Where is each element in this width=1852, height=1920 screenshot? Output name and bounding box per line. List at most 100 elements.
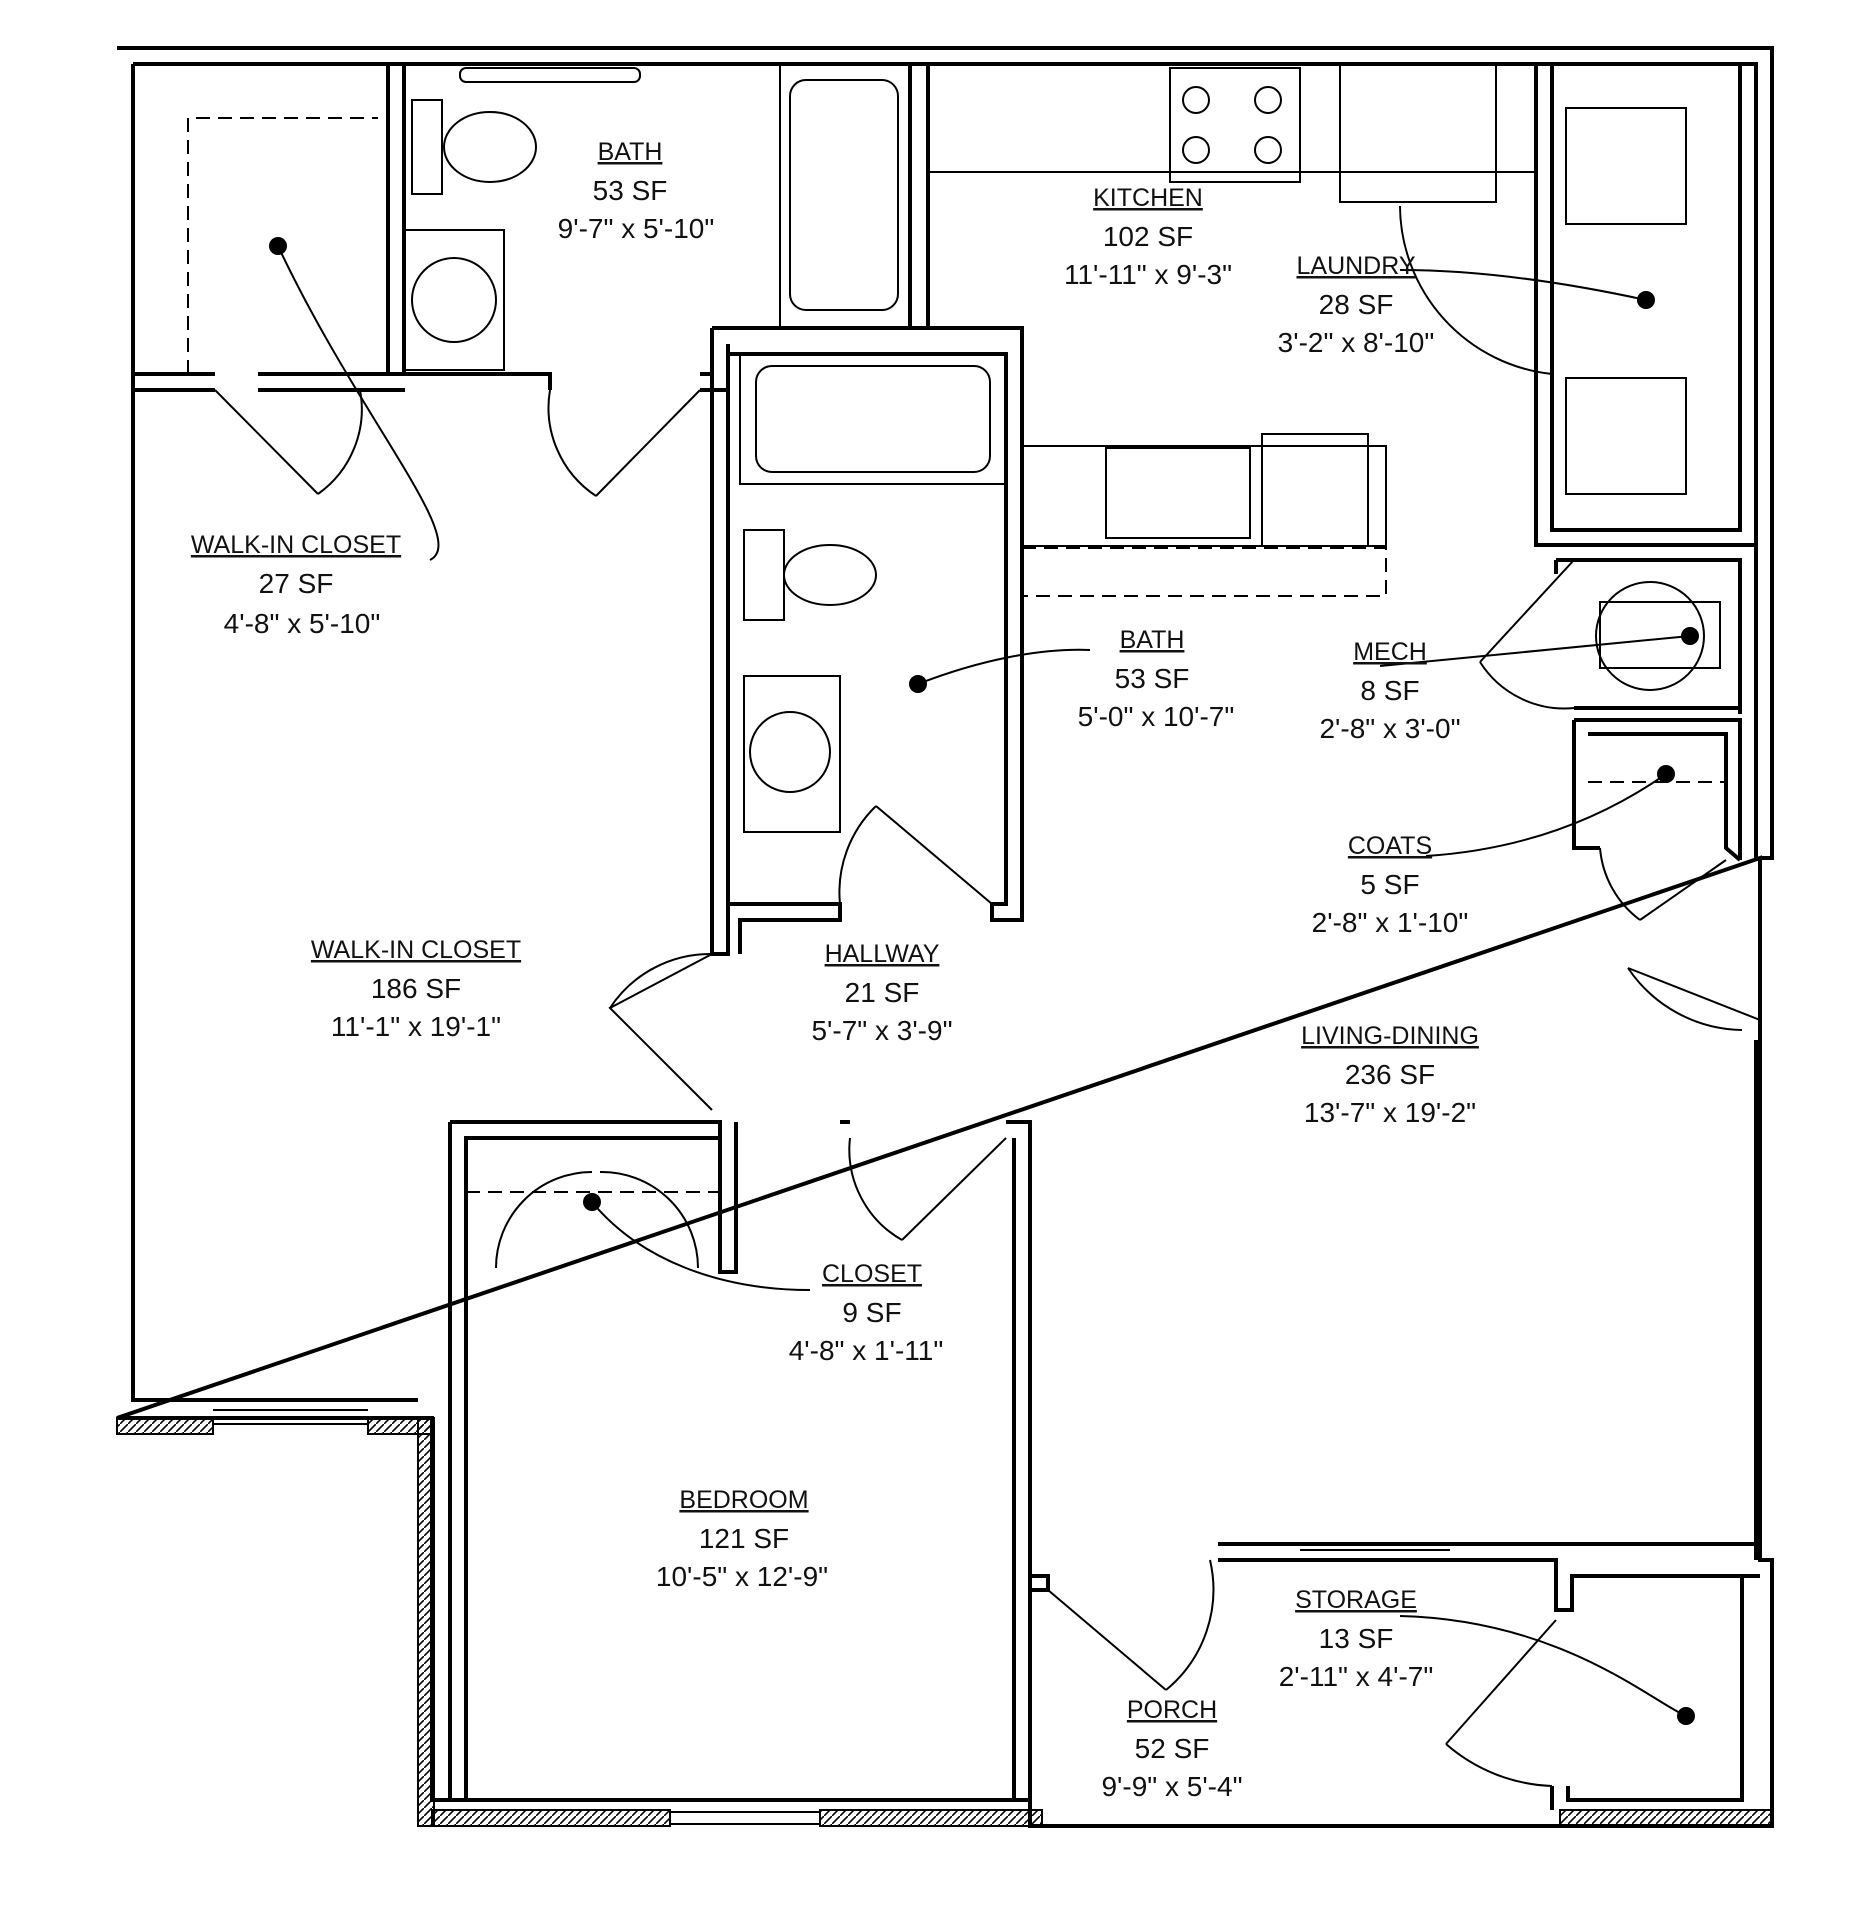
room-label-closet: CLOSET 9 SF 4'-8" x 1'-11": [789, 1260, 944, 1366]
room-area: 9 SF: [842, 1297, 901, 1328]
room-label-walkin-closet-small: WALK-IN CLOSET 27 SF 4'-8" x 5'-10": [191, 531, 401, 639]
leader-mech: [1379, 635, 1691, 667]
door-hallway: [608, 953, 713, 1111]
room-area: 102 SF: [1103, 221, 1193, 252]
room-area: 21 SF: [845, 977, 920, 1008]
closet-shelf-small: [187, 117, 378, 374]
door-porch: [1047, 1559, 1215, 1691]
double-sink: [1105, 447, 1251, 539]
room-label-coats: COATS 5 SF 2'-8" x 1'-10": [1312, 832, 1469, 938]
leader-storage: [1399, 1615, 1687, 1717]
tub-top: [779, 63, 911, 329]
room-area: 52 SF: [1135, 1733, 1210, 1764]
exterior-wall-hatch-left: [116, 1417, 214, 1435]
dishwasher: [1261, 433, 1369, 547]
room-area: 27 SF: [259, 568, 334, 599]
door-mech: [1479, 559, 1575, 710]
door-walkin-small: [214, 389, 363, 495]
room-dims: 10'-5" x 12'-9": [656, 1561, 828, 1592]
room-label-bath-top: BATH 53 SF 9'-7" x 5'-10": [558, 138, 715, 244]
room-dims: 2'-11" x 4'-7": [1279, 1661, 1434, 1692]
room-name: KITCHEN: [1093, 184, 1203, 212]
exterior-wall-hatch-storage: [1559, 1809, 1773, 1827]
tub-top-inner: [789, 79, 899, 311]
exterior-wall-hatch-bottom-right: [819, 1809, 1043, 1827]
door-hallway-arc: [609, 952, 713, 1009]
burner-3: [1182, 136, 1210, 164]
room-dims: 5'-0" x 10'-7": [1078, 701, 1235, 732]
range: [1169, 67, 1301, 183]
room-area: 8 SF: [1360, 675, 1419, 706]
leader-dot-storage: [1677, 1707, 1695, 1725]
room-dims: 11'-1" x 19'-1": [331, 1011, 501, 1042]
tub-mid-inner: [755, 365, 991, 473]
exterior-walls: [116, 46, 1774, 1828]
exterior-wall-hatch-bottom-left: [431, 1809, 671, 1827]
fixtures: [187, 63, 1726, 1193]
room-area: 13 SF: [1319, 1623, 1394, 1654]
leader-laundry: [1399, 269, 1647, 301]
burner-1: [1182, 86, 1210, 114]
room-dims: 2'-8" x 3'-0": [1319, 713, 1460, 744]
dryer: [1565, 377, 1687, 495]
room-dims: 4'-8" x 1'-11": [789, 1335, 944, 1366]
room-dims: 9'-9" x 5'-4": [1101, 1771, 1242, 1802]
room-name: COATS: [1348, 832, 1432, 860]
room-area: 186 SF: [371, 973, 461, 1004]
island-overhang: [1021, 547, 1387, 597]
door-coats: [1599, 847, 1727, 921]
leader-closet: [591, 1201, 811, 1291]
toilet-bowl-top: [443, 111, 537, 183]
room-name: STORAGE: [1295, 1586, 1417, 1614]
room-dims: 4'-8" x 5'-10": [224, 608, 381, 639]
room-name: CLOSET: [822, 1260, 922, 1288]
furnace: [1599, 601, 1721, 669]
refrigerator: [1339, 63, 1497, 203]
leader-dot-laundry: [1637, 291, 1655, 309]
room-label-kitchen: KITCHEN 102 SF 11'-11" x 9'-3": [1064, 184, 1232, 290]
toilet-bowl-mid: [783, 544, 877, 606]
room-name: LAUNDRY: [1296, 252, 1415, 280]
leader-dot-closet: [583, 1193, 601, 1211]
room-dims: 9'-7" x 5'-10": [558, 213, 715, 244]
room-label-porch: PORCH 52 SF 9'-9" x 5'-4": [1101, 1696, 1242, 1802]
towel-bar: [459, 67, 641, 83]
room-label-bedroom: BEDROOM 121 SF 10'-5" x 12'-9": [656, 1486, 828, 1592]
room-area: 28 SF: [1319, 289, 1394, 320]
door-entry: [1627, 967, 1761, 1031]
door-closet-left: [495, 1171, 593, 1269]
door-closet-right: [599, 1170, 699, 1269]
room-label-walkin-closet-large: WALK-IN CLOSET 186 SF 11'-1" x 19'-1": [311, 936, 521, 1042]
door-storage: [1445, 1619, 1557, 1787]
room-name: WALK-IN CLOSET: [191, 531, 401, 559]
room-name: PORCH: [1127, 1696, 1217, 1724]
room-area: 121 SF: [699, 1523, 789, 1554]
room-label-hallway: HALLWAY 21 SF 5'-7" x 3'-9": [811, 940, 952, 1046]
room-label-living-dining: LIVING-DINING 236 SF 13'-7" x 19'-2": [1301, 1022, 1479, 1128]
room-area: 53 SF: [593, 175, 668, 206]
room-label-laundry: LAUNDRY 28 SF 3'-2" x 8'-10": [1278, 252, 1435, 358]
room-labels: WALK-IN CLOSET 27 SF 4'-8" x 5'-10" BATH…: [191, 138, 1479, 1802]
room-name: BEDROOM: [679, 1486, 808, 1514]
toilet-tank-top: [411, 99, 443, 195]
burner-2: [1254, 86, 1282, 114]
kitchen-island: [1021, 445, 1387, 547]
door-laundry: [1399, 205, 1553, 375]
leader-dot-mech: [1681, 627, 1699, 645]
leader-dot-walkin-small: [269, 237, 287, 255]
door-bedroom: [848, 1137, 1007, 1241]
washer: [1565, 107, 1687, 225]
room-label-mech: MECH 8 SF 2'-8" x 3'-0": [1319, 638, 1460, 744]
room-label-storage: STORAGE 13 SF 2'-11" x 4'-7": [1279, 1586, 1434, 1692]
vanity-mid: [743, 675, 841, 833]
room-name: BATH: [1120, 626, 1185, 654]
vanity-top: [403, 229, 505, 371]
room-dims: 11'-11" x 9'-3": [1064, 259, 1232, 290]
room-area: 53 SF: [1115, 663, 1190, 694]
room-dims: 13'-7" x 19'-2": [1304, 1097, 1476, 1128]
sink-mid: [749, 711, 831, 793]
room-name: MECH: [1353, 638, 1427, 666]
leader-dot-coats: [1657, 765, 1675, 783]
room-name: BATH: [598, 138, 663, 166]
room-name: HALLWAY: [825, 940, 940, 968]
